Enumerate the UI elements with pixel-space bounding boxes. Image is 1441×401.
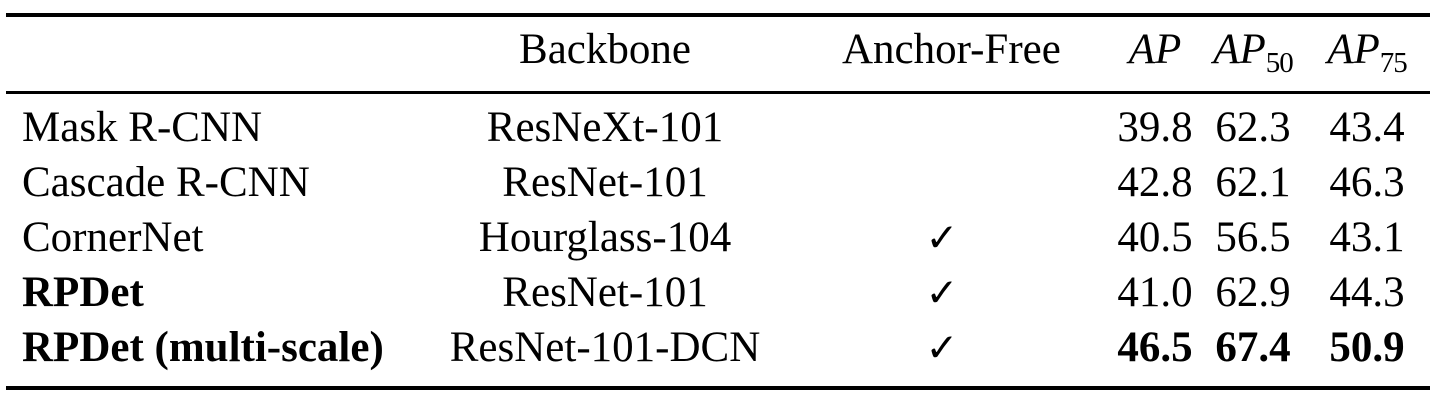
ap-label: AP xyxy=(1128,26,1182,73)
checkmark-icon: ✓ xyxy=(925,326,959,371)
backbone-cell: ResNet-101 xyxy=(502,159,708,206)
column-header-ap: AP xyxy=(1101,20,1209,80)
column-header-backbone: Backbone xyxy=(519,26,691,73)
table-top-rule xyxy=(6,13,1430,17)
ap50-cell: 62.9 xyxy=(1215,269,1291,316)
ap-cell: 41.0 xyxy=(1117,269,1193,316)
ap75-cell: 44.3 xyxy=(1329,269,1405,316)
column-header-ap50: AP50 xyxy=(1199,20,1307,80)
table-header-row: Backbone Anchor-Free AP AP50 AP75 xyxy=(0,20,1441,80)
method-cell: Cascade R-CNN xyxy=(22,159,310,206)
table-row: RPDet ResNet-101 ✓ 41.0 62.9 44.3 xyxy=(0,265,1441,320)
table-row: RPDet (multi-scale) ResNet-101-DCN ✓ 46.… xyxy=(0,320,1441,375)
ap50-subscript: 50 xyxy=(1265,47,1294,79)
ap50-cell: 62.3 xyxy=(1215,104,1291,151)
ap-cell: 42.8 xyxy=(1117,159,1193,206)
column-header-anchor-free: Anchor-Free xyxy=(842,26,1061,73)
table-header-rule xyxy=(6,91,1430,94)
table-row: CornerNet Hourglass-104 ✓ 40.5 56.5 43.1 xyxy=(0,210,1441,265)
anchor-free-cell: ✓ xyxy=(842,265,1042,320)
column-header-method xyxy=(22,20,442,80)
column-header-ap75: AP75 xyxy=(1313,20,1421,80)
ap50-cell: 62.1 xyxy=(1215,159,1291,206)
ap75-cell: 46.3 xyxy=(1329,159,1405,206)
ap50-cell: 67.4 xyxy=(1215,324,1291,371)
method-cell: RPDet xyxy=(22,269,144,316)
table-bottom-rule xyxy=(6,386,1430,390)
method-cell: Mask R-CNN xyxy=(22,104,263,151)
anchor-free-cell xyxy=(842,155,1042,210)
ap-cell: 40.5 xyxy=(1117,214,1193,261)
ap75-label: AP xyxy=(1327,26,1380,73)
method-cell: CornerNet xyxy=(22,214,204,261)
checkmark-icon: ✓ xyxy=(925,216,959,261)
backbone-cell: ResNet-101 xyxy=(502,269,708,316)
anchor-free-cell xyxy=(842,100,1042,155)
ap50-cell: 56.5 xyxy=(1215,214,1291,261)
table-row: Cascade R-CNN ResNet-101 42.8 62.1 46.3 xyxy=(0,155,1441,210)
anchor-free-cell: ✓ xyxy=(842,210,1042,265)
ap75-subscript: 75 xyxy=(1379,47,1408,79)
ap75-cell: 43.1 xyxy=(1329,214,1405,261)
ap-cell: 46.5 xyxy=(1117,324,1193,371)
anchor-free-cell: ✓ xyxy=(842,320,1042,375)
ap75-cell: 43.4 xyxy=(1329,104,1405,151)
backbone-cell: ResNeXt-101 xyxy=(486,104,724,151)
table-row: Mask R-CNN ResNeXt-101 39.8 62.3 43.4 xyxy=(0,100,1441,155)
ap-cell: 39.8 xyxy=(1117,104,1193,151)
checkmark-icon: ✓ xyxy=(925,271,959,316)
ap50-label: AP xyxy=(1213,26,1266,73)
backbone-cell: Hourglass-104 xyxy=(478,214,732,261)
method-cell: RPDet (multi-scale) xyxy=(22,324,384,371)
ap75-cell: 50.9 xyxy=(1329,324,1405,371)
backbone-cell: ResNet-101-DCN xyxy=(449,324,761,371)
